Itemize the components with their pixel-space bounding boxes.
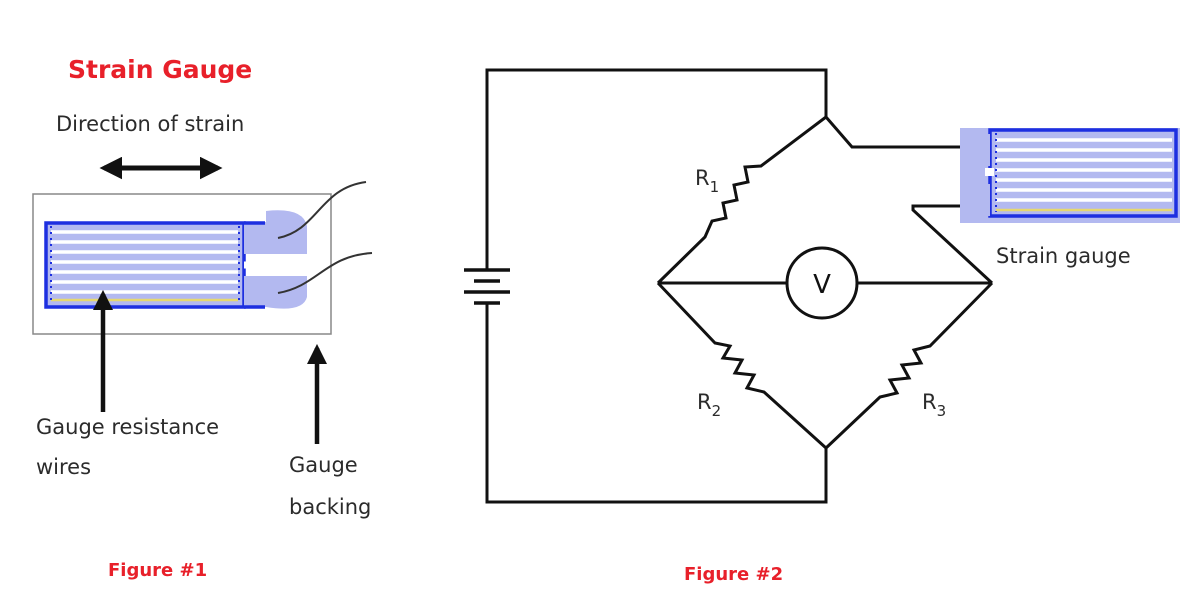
resistor-r1 xyxy=(656,115,827,285)
bridge-gauge-stripes xyxy=(996,138,1172,202)
resistor-r1-label: R1 xyxy=(695,166,719,196)
voltmeter-circle xyxy=(785,246,859,320)
battery-symbol xyxy=(464,268,510,305)
battery-bottom-wire xyxy=(485,302,828,504)
resistor-r2 xyxy=(656,281,828,450)
figure2-caption: Figure #2 xyxy=(684,564,783,585)
gauge-resistance-grid xyxy=(44,210,307,309)
gauge-backing-label-line1: Gauge xyxy=(289,453,358,477)
direction-of-strain-label: Direction of strain xyxy=(56,112,244,136)
gauge-solder-tab-bottom xyxy=(244,276,307,309)
gauge-lead-bottom-wire xyxy=(911,204,994,285)
resistor-r2-label: R2 xyxy=(697,390,721,420)
figure-2 xyxy=(464,68,994,504)
gauge-lead-top-wire xyxy=(824,116,963,149)
battery-top-wire xyxy=(485,68,828,270)
gauge-backing-label-line2: backing xyxy=(289,495,371,519)
bridge-strain-gauge xyxy=(960,128,1180,223)
gauge-lead-wire-bottom xyxy=(277,252,373,294)
figure-1: Strain Gauge Direction of strain xyxy=(32,55,373,581)
strain-gauge-label: Strain gauge xyxy=(996,244,1131,268)
figure1-caption: Figure #1 xyxy=(108,560,207,581)
resistor-r3-label: R3 xyxy=(922,390,946,420)
voltmeter-label: V xyxy=(813,270,831,300)
bridge-gauge-tab-top xyxy=(960,134,990,166)
gauge-solder-tab-top xyxy=(244,210,307,254)
gauge-lead-wire-top xyxy=(277,181,367,239)
gauge-grid-stripes xyxy=(51,230,238,294)
bridge-gauge-tab-bottom xyxy=(960,184,990,216)
gauge-resistance-wires-label-line1: Gauge resistance xyxy=(36,415,219,439)
gauge-resistance-wires-label-line2: wires xyxy=(36,455,91,479)
resistor-r3 xyxy=(824,281,994,450)
figure1-title: Strain Gauge xyxy=(68,55,252,84)
gauge-grid-body xyxy=(46,223,244,307)
